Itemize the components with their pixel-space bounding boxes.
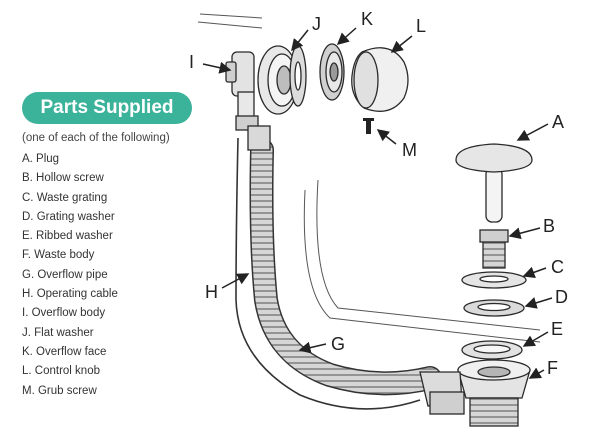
- part-item-g: G. Overflow pipe: [22, 268, 108, 281]
- plug: [455, 143, 533, 223]
- part-item-e: E. Ribbed washer: [22, 230, 113, 243]
- callout-a: A: [552, 112, 564, 132]
- waste-grating: [461, 271, 527, 289]
- overflow-body: [225, 45, 299, 151]
- callout-m: M: [402, 140, 417, 160]
- grating-washer: [463, 299, 525, 317]
- part-item-d: D. Grating washer: [22, 210, 115, 223]
- part-item-j: J. Flat washer: [22, 326, 94, 339]
- overflow-face: [319, 43, 345, 101]
- callout-g: G: [331, 334, 345, 354]
- callout-b: B: [543, 216, 555, 236]
- part-item-b: B. Hollow screw: [22, 172, 104, 185]
- ribbed-washer: [461, 340, 523, 360]
- callout-k: K: [361, 9, 373, 29]
- callout-l: L: [416, 16, 426, 36]
- callout-e: E: [551, 319, 563, 339]
- part-item-m: M. Grub screw: [22, 384, 97, 397]
- callout-labels: I J K L M A B C D E F G H: [189, 9, 568, 378]
- operating-cable: [235, 137, 421, 410]
- grub-screw: [363, 118, 374, 134]
- part-item-i: I. Overflow body: [22, 307, 106, 320]
- callout-d: D: [555, 287, 568, 307]
- hollow-screw: [479, 229, 509, 269]
- callout-arrows: [202, 27, 553, 379]
- part-item-k: K. Overflow face: [22, 345, 107, 358]
- part-item-h: H. Operating cable: [22, 288, 118, 301]
- callout-c: C: [551, 257, 564, 277]
- parts-supplied-badge: Parts Supplied: [22, 92, 192, 124]
- control-knob: [351, 47, 409, 112]
- parts-subtitle: (one of each of the following): [22, 132, 170, 144]
- callout-i: I: [189, 52, 194, 72]
- bath-outline: [197, 13, 541, 343]
- part-item-f: F. Waste body: [22, 249, 95, 262]
- callout-j: J: [312, 14, 321, 34]
- callout-f: F: [547, 358, 558, 378]
- part-item-l: L. Control knob: [22, 365, 100, 378]
- part-item-a: A. Plug: [22, 153, 60, 165]
- callout-h: H: [205, 282, 218, 302]
- part-item-c: C. Waste grating: [22, 191, 108, 204]
- waste-body: [419, 359, 531, 427]
- flat-washer: [289, 45, 307, 107]
- overflow-pipe: [249, 138, 442, 396]
